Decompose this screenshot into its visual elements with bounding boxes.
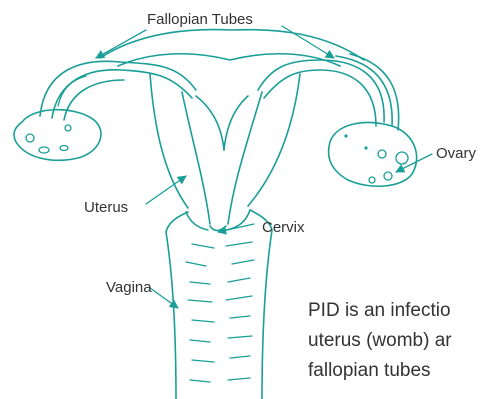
uterus-label: Uterus [84,199,128,216]
caption-line-3: fallopian tubes [308,360,431,381]
vagina-label: Vagina [106,279,152,296]
caption-line-1: PID is an infectio [308,300,451,321]
ovary-label: Ovary [436,145,477,162]
left-ovary-shape [14,110,101,161]
right-ovary-shape [329,123,417,187]
label-arrows [96,26,432,308]
vagina-shape [166,210,272,399]
fallopian-tubes-label: Fallopian Tubes [147,11,253,28]
fallopian-tubes-shape [40,54,399,130]
cervix-label: Cervix [262,219,305,236]
caption-line-2: uterus (womb) ar [308,330,452,351]
uterus-shape [150,74,300,224]
